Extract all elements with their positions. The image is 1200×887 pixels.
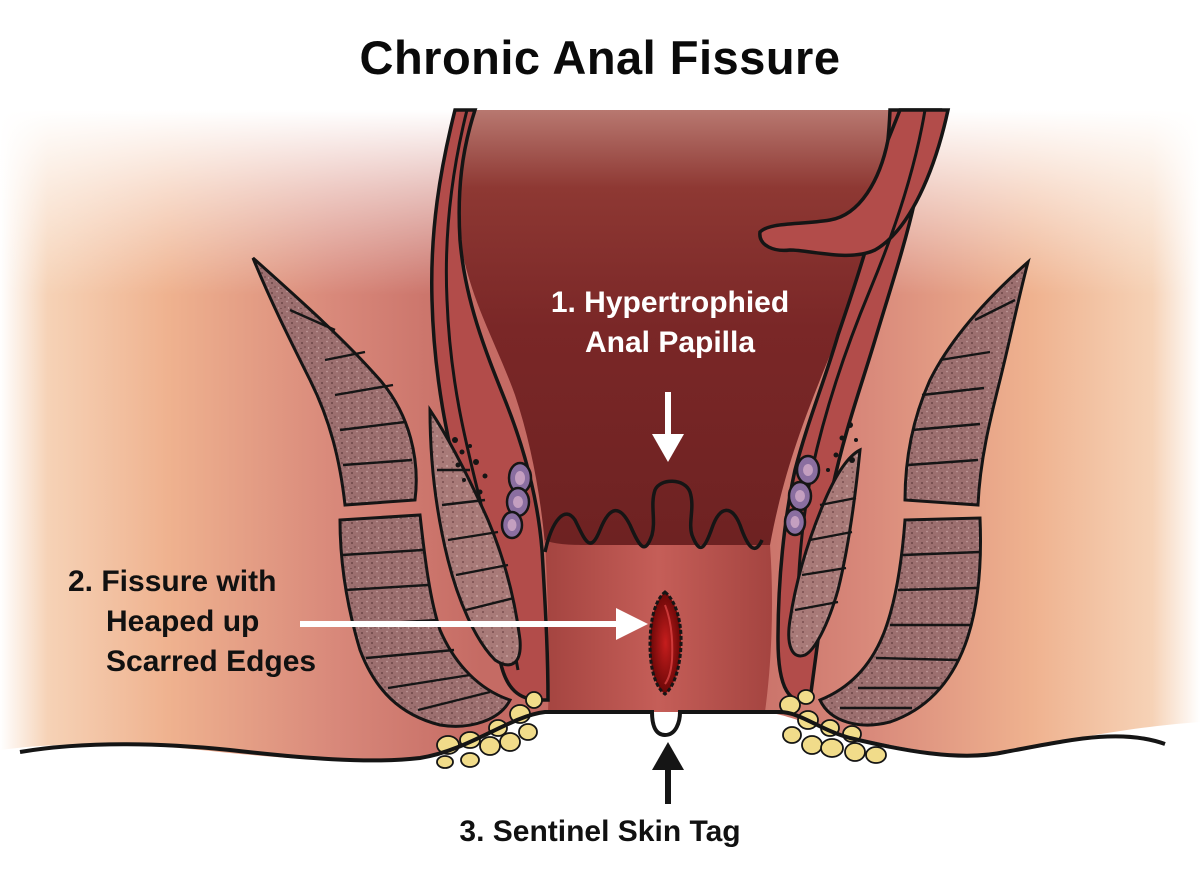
label-2-line-3: Scarred Edges [106, 645, 317, 678]
right-external-striations [840, 550, 981, 710]
label-fissure: 2. Fissure with Heaped up Scarred Edges [68, 562, 316, 682]
right-levator [903, 257, 1031, 507]
label-1-line-1: 1. Hypertrophied [550, 286, 790, 319]
arrow-up-icon [652, 742, 684, 804]
label-2-line-2: Heaped up [106, 605, 260, 638]
left-dark-spots [452, 437, 488, 495]
fissure [648, 590, 683, 696]
right-dark-spots [826, 422, 858, 472]
right-vessels [783, 454, 821, 537]
left-rectal-wall [430, 108, 550, 702]
label-2-line-1: 2. Fissure with [68, 565, 277, 598]
pectinate-folds [543, 479, 764, 553]
left-levator-striations [289, 308, 413, 467]
skin-surface-line [19, 709, 1166, 763]
left-vessels [500, 461, 533, 540]
rectum-lumen [455, 110, 890, 545]
diagram-title: Chronic Anal Fissure [359, 31, 841, 84]
label-hypertrophied-papilla: 1. Hypertrophied Anal Papilla [480, 283, 860, 363]
left-internal-striations [437, 468, 515, 612]
right-levator-striations [907, 298, 1016, 467]
arrow-down-icon [652, 392, 684, 462]
right-internal-striations [794, 496, 857, 612]
left-fat-globules [436, 691, 543, 769]
label-sentinel-skin-tag: 3. Sentinel Skin Tag [459, 815, 741, 848]
right-fold [758, 108, 951, 258]
right-fat-globules [779, 689, 887, 764]
arrow-right-icon [300, 608, 648, 640]
right-external-sphincter [817, 516, 982, 727]
left-levator [251, 256, 418, 507]
label-1-line-2: Anal Papilla [584, 326, 756, 359]
right-wall-inner-line [796, 109, 927, 651]
